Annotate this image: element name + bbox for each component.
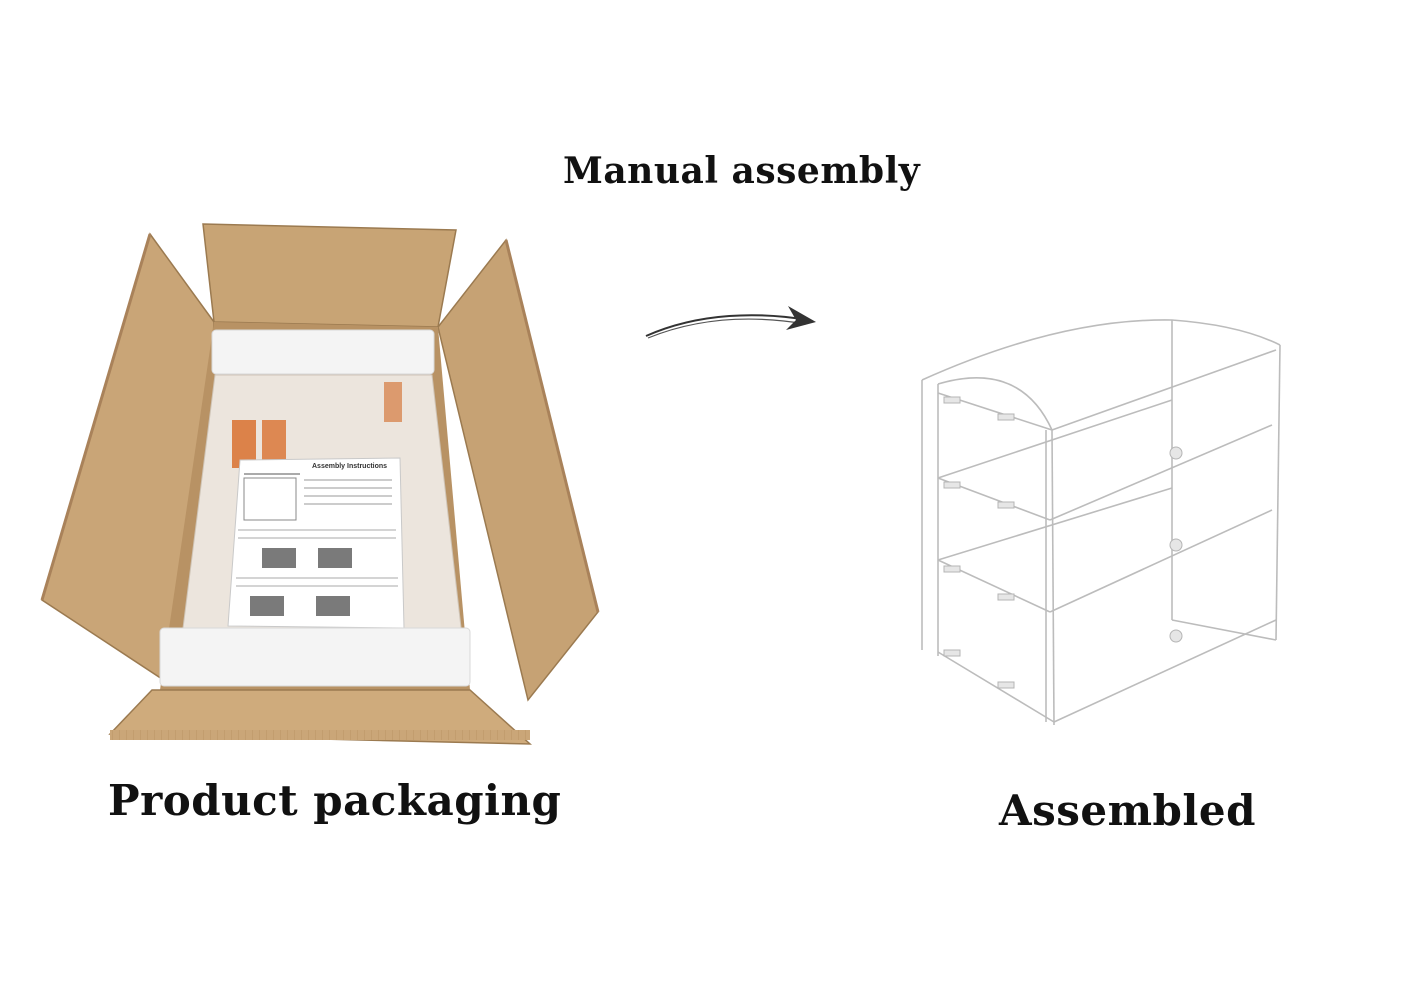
arrow-right-icon: [645, 306, 816, 339]
instruction-manual: [227, 457, 405, 629]
assembled-label: Assembled: [999, 786, 1256, 835]
foam-bottom: [159, 627, 471, 687]
product-packaging-label: Product packaging: [108, 776, 562, 825]
foam-top: [211, 329, 435, 375]
manual-title: Assembly Instructions: [312, 463, 388, 470]
page-title: Manual assembly: [563, 150, 921, 192]
